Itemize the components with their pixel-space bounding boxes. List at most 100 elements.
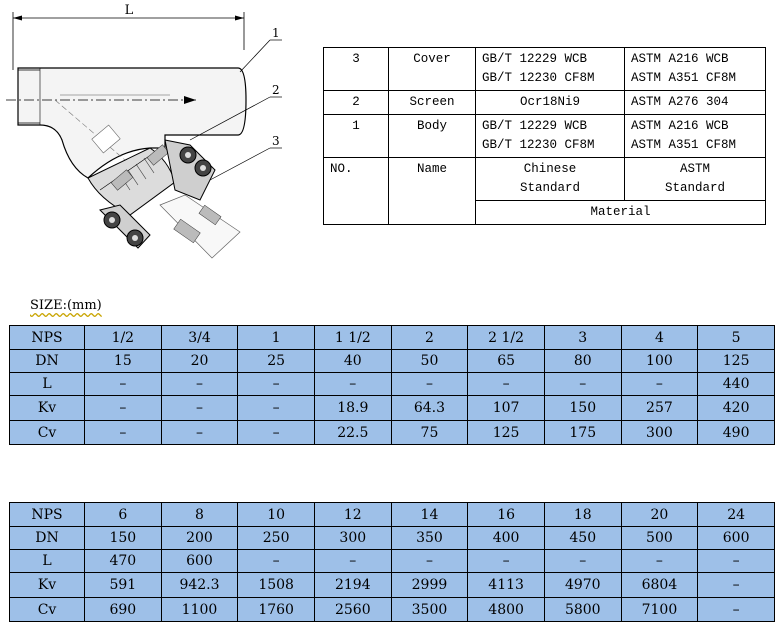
table-cell: – xyxy=(620,372,699,396)
callout-1: 1 xyxy=(272,26,280,40)
table-cell: 18.9 xyxy=(313,395,392,421)
table-cell: 2999 xyxy=(390,572,469,598)
table-cell: 64.3 xyxy=(390,395,469,421)
chinese-line: GB/T 12229 WCB xyxy=(482,119,588,133)
table-cell: 8 xyxy=(160,502,239,527)
material-header-row: NO. Name Chinese Standard ASTM Standard xyxy=(323,157,766,225)
table-cell: 3/4 xyxy=(160,325,239,350)
table-cell: 490 xyxy=(697,420,775,445)
material-row-cover: 3 Cover GB/T 12229 WCB GB/T 12230 CF8M A… xyxy=(323,47,766,91)
table-cell: 20 xyxy=(160,349,239,373)
material-label-row: Material xyxy=(324,200,766,225)
table-cell: 6804 xyxy=(620,572,699,598)
table-cell: – xyxy=(313,372,392,396)
material-label: Material xyxy=(475,200,766,225)
table-cell: 107 xyxy=(467,395,545,421)
table-cell: 3 xyxy=(543,325,622,350)
table-cell: – xyxy=(543,372,622,396)
table-cell: 257 xyxy=(620,395,699,421)
table-cell: 175 xyxy=(543,420,622,445)
table-cell: 1/2 xyxy=(84,325,162,350)
table-cell: – xyxy=(390,549,469,573)
table-cell: 12 xyxy=(313,502,392,527)
row-header-cell: Kv xyxy=(9,395,85,421)
row-name: Cover xyxy=(388,47,476,91)
table-cell: 5800 xyxy=(543,597,622,622)
chinese-line: GB/T 12230 CF8M xyxy=(482,71,595,85)
astm-line: ASTM A351 CF8M xyxy=(631,138,737,152)
row-chinese: GB/T 12229 WCB GB/T 12230 CF8M xyxy=(475,114,625,158)
dimension-label: L xyxy=(125,3,134,18)
header-no: NO. xyxy=(323,157,389,225)
row-no: 1 xyxy=(323,114,389,158)
table-cell: 2 xyxy=(390,325,469,350)
table-cell: – xyxy=(237,395,315,421)
table-cell: 4800 xyxy=(467,597,545,622)
row-header-cell: NPS xyxy=(9,325,85,350)
chinese-line: GB/T 12230 CF8M xyxy=(482,138,595,152)
row-header-cell: Kv xyxy=(9,572,85,598)
table-cell: 2 1/2 xyxy=(467,325,545,350)
table-cell: 470 xyxy=(84,549,162,573)
astm-line: ASTM A216 WCB xyxy=(631,52,729,66)
table-cell: – xyxy=(237,420,315,445)
table-cell: 20 xyxy=(620,502,699,527)
row-astm: ASTM A216 WCB ASTM A351 CF8M xyxy=(624,114,766,158)
table-cell: 250 xyxy=(237,526,315,550)
table-cell: 24 xyxy=(697,502,775,527)
table-cell: – xyxy=(160,395,239,421)
table-cell: – xyxy=(543,549,622,573)
table-cell: – xyxy=(697,572,775,598)
header-line: Standard xyxy=(519,181,580,195)
strainer-drawing: L 1 2 3 xyxy=(6,3,282,259)
table-cell: 75 xyxy=(390,420,469,445)
header-astm: ASTM Standard xyxy=(624,157,766,201)
table-cell: – xyxy=(237,549,315,573)
astm-line: ASTM A216 WCB xyxy=(631,119,729,133)
row-astm: ASTM A216 WCB ASTM A351 CF8M xyxy=(624,47,766,91)
table-cell: 40 xyxy=(313,349,392,373)
table-cell: 150 xyxy=(543,395,622,421)
table-cell: – xyxy=(620,549,699,573)
callout-2: 2 xyxy=(272,83,280,97)
header-name: Name xyxy=(388,157,476,225)
table-cell: 1508 xyxy=(237,572,315,598)
header-chinese: Chinese Standard xyxy=(475,157,625,201)
table-cell: 22.5 xyxy=(313,420,392,445)
table-cell: 200 xyxy=(160,526,239,550)
table-cell: 450 xyxy=(543,526,622,550)
row-header-cell: DN xyxy=(9,526,85,550)
table-cell: – xyxy=(84,395,162,421)
table-cell: 7100 xyxy=(620,597,699,622)
table-cell: 4113 xyxy=(467,572,545,598)
table-cell: 500 xyxy=(620,526,699,550)
table-cell: 2560 xyxy=(313,597,392,622)
row-chinese: Ocr18Ni9 xyxy=(475,90,625,115)
table-cell: 50 xyxy=(390,349,469,373)
row-header-cell: NPS xyxy=(9,502,85,527)
table-cell: 591 xyxy=(84,572,162,598)
table-cell: – xyxy=(697,597,775,622)
row-chinese: GB/T 12229 WCB GB/T 12230 CF8M xyxy=(475,47,625,91)
size-title: SIZE:(mm) xyxy=(30,298,102,313)
table-cell: 942.3 xyxy=(160,572,239,598)
table-cell: 1 xyxy=(237,325,315,350)
table-cell: 1 1/2 xyxy=(313,325,392,350)
table-cell: 14 xyxy=(390,502,469,527)
row-astm: ASTM A276 304 xyxy=(624,90,766,115)
table-cell: 18 xyxy=(543,502,622,527)
table-cell: – xyxy=(160,420,239,445)
row-name: Body xyxy=(388,114,476,158)
table-cell: 1760 xyxy=(237,597,315,622)
table-cell: – xyxy=(160,372,239,396)
table-cell: – xyxy=(697,549,775,573)
table-cell: – xyxy=(467,549,545,573)
